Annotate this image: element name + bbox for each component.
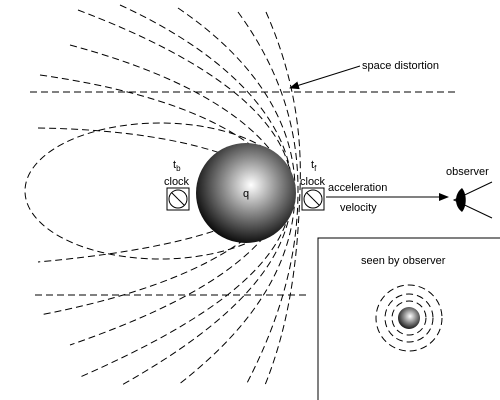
observer-label: observer bbox=[446, 166, 489, 178]
clock-icon bbox=[301, 187, 325, 211]
clock-icon bbox=[166, 187, 190, 211]
clock-back-symbol: tb bbox=[173, 159, 181, 173]
inset-ring bbox=[384, 293, 434, 343]
velocity-label: velocity bbox=[340, 202, 377, 214]
space-distortion-pointer bbox=[289, 65, 361, 90]
space-distortion-label: space distortion bbox=[362, 60, 439, 72]
acceleration-label: acceleration bbox=[328, 182, 387, 194]
field-line bbox=[39, 74, 291, 316]
inset-charge bbox=[398, 307, 420, 329]
eye-icon bbox=[452, 181, 493, 219]
clock-front-word: clock bbox=[300, 176, 326, 188]
inset-panel: seen by observer bbox=[317, 237, 500, 400]
inset-title: seen by observer bbox=[361, 255, 446, 267]
field-line bbox=[264, 11, 301, 386]
charge-label: q bbox=[243, 188, 249, 200]
charge-sphere bbox=[196, 143, 296, 243]
field-line bbox=[237, 11, 299, 386]
clock-back-word: clock bbox=[164, 176, 190, 188]
clock-front-symbol: tf bbox=[311, 159, 317, 173]
field-line bbox=[69, 44, 293, 346]
inset-ring bbox=[391, 300, 427, 336]
inset-ring bbox=[375, 284, 443, 352]
